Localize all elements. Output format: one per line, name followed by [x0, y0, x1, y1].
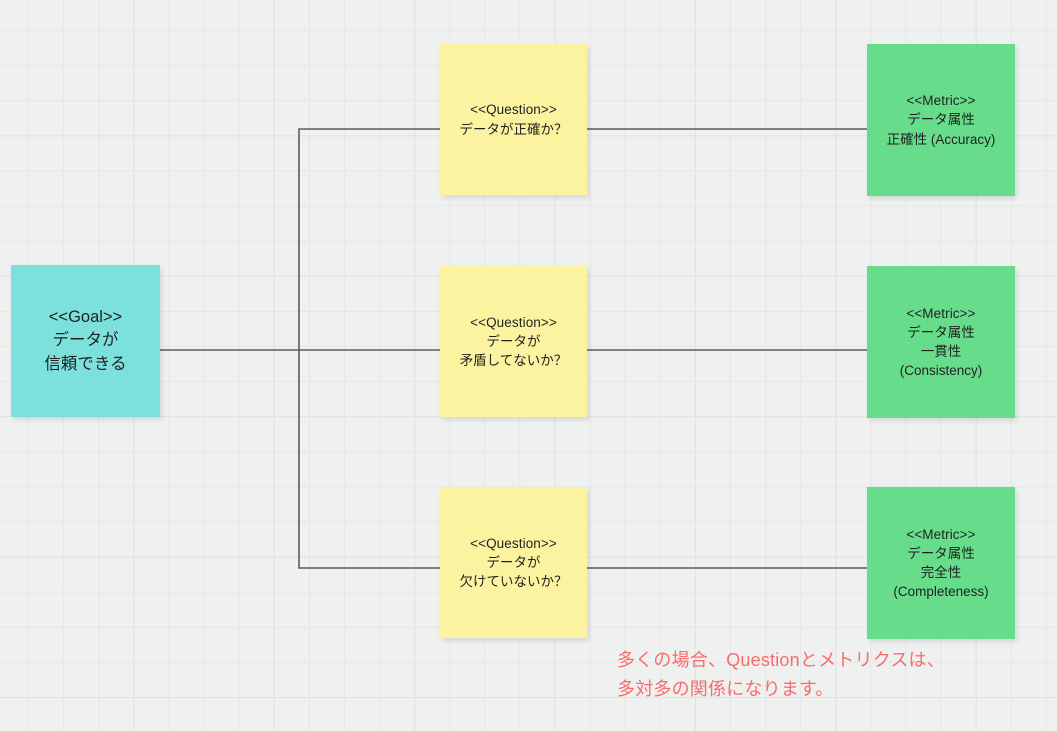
annotation-note: 多くの場合、Questionとメトリクスは、 多対多の関係になります。: [617, 646, 945, 704]
metric-stereotype: <<Metric>>: [906, 93, 976, 109]
question-node-consistency[interactable]: <<Question>> データが 矛盾してないか？: [440, 266, 587, 417]
goal-stereotype: <<Goal>>: [48, 307, 123, 326]
metric-node-accuracy[interactable]: <<Metric>> データ属性 正確性 (Accuracy): [867, 44, 1015, 196]
question-stereotype: <<Question>>: [470, 535, 557, 551]
annotation-line-2: 多対多の関係になります。: [617, 679, 834, 700]
metric-text-line-3: (Completeness): [893, 584, 989, 600]
metric-text-line-1: データ属性: [907, 545, 975, 561]
question-text-line-1: データが: [486, 333, 541, 349]
question-stereotype: <<Question>>: [470, 314, 557, 330]
question-text-line-2: 欠けていないか？: [459, 574, 568, 590]
goal-text-line-2: 信頼できる: [44, 354, 127, 373]
metric-stereotype: <<Metric>>: [906, 526, 976, 542]
metric-text-line-2: 正確性 (Accuracy): [886, 131, 996, 147]
metric-node-completeness[interactable]: <<Metric>> データ属性 完全性 (Completeness): [867, 487, 1015, 639]
metric-node-consistency[interactable]: <<Metric>> データ属性 一貫性 (Consistency): [867, 266, 1015, 418]
goal-text-line-1: データが: [52, 331, 119, 350]
goal-node[interactable]: <<Goal>> データが 信頼できる: [11, 265, 160, 417]
question-node-completeness[interactable]: <<Question>> データが 欠けていないか？: [440, 487, 587, 638]
metric-text-line-2: 完全性: [920, 565, 962, 580]
connector-trunk-to-question-accuracy: [298, 128, 441, 351]
question-text-line-1: データが正確か？: [459, 121, 568, 137]
question-text-line-2: 矛盾してないか？: [459, 353, 568, 369]
annotation-line-1: 多くの場合、Questionとメトリクスは、: [617, 650, 945, 670]
question-text-line-1: データが: [486, 554, 541, 570]
metric-stereotype: <<Metric>>: [906, 305, 976, 321]
metric-text-line-3: (Consistency): [899, 363, 983, 379]
metric-text-line-1: データ属性: [907, 324, 975, 340]
question-stereotype: <<Question>>: [470, 102, 557, 118]
metric-text-line-1: データ属性: [907, 112, 975, 128]
question-node-accuracy[interactable]: <<Question>> データが正確か？: [440, 44, 587, 195]
metric-text-line-2: 一貫性: [920, 344, 962, 359]
connector-trunk-to-question-completeness: [298, 349, 441, 569]
